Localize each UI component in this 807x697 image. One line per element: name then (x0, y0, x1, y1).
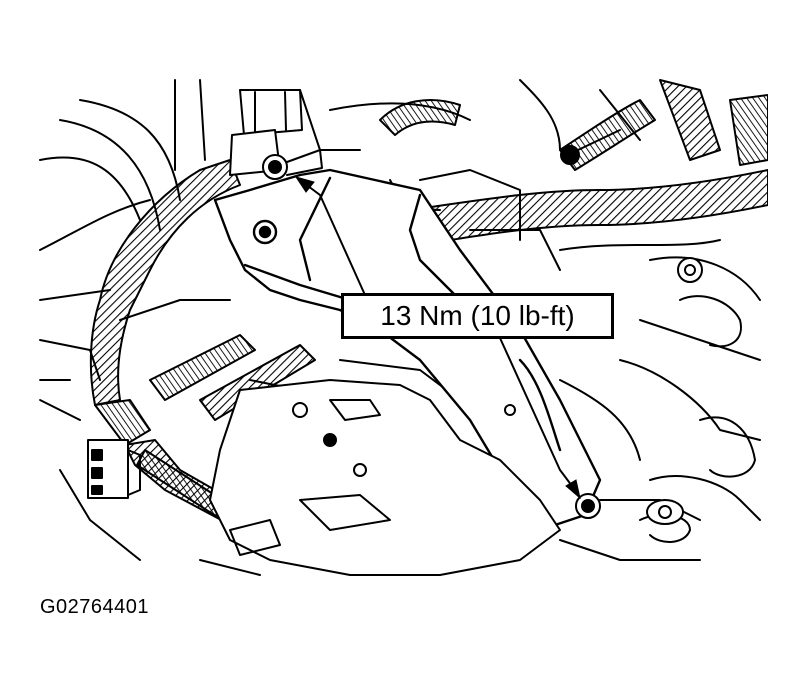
torque-spec-label: 13 Nm (10 lb-ft) (380, 300, 575, 331)
top-right-bolt (560, 129, 703, 283)
arrowhead-upper (294, 176, 315, 193)
electrical-connector-left (87, 439, 141, 499)
upper-bolt (262, 149, 323, 180)
torque-callout-box: 13 Nm (10 lb-ft) (341, 293, 614, 339)
transmission-housing (209, 379, 561, 576)
leader-arrowheads (294, 176, 581, 500)
wiring-harness-right (379, 79, 768, 246)
lower-bolt (575, 493, 684, 525)
figure-id-label: G02764401 (40, 596, 150, 618)
arrowhead-lower (565, 479, 581, 500)
